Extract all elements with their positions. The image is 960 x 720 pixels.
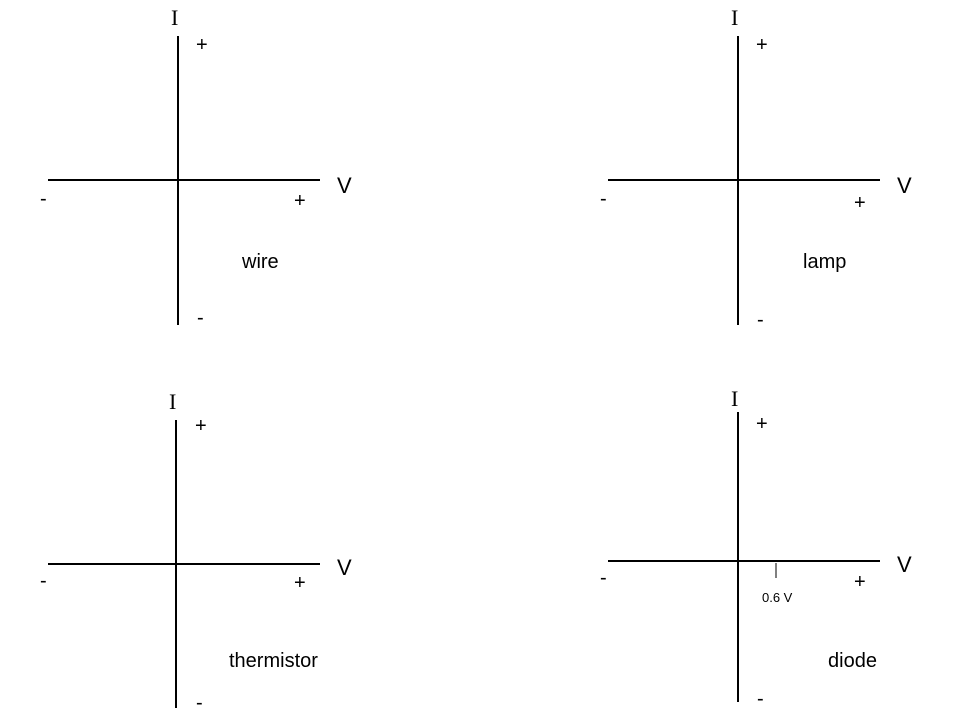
graph-caption: diode <box>828 650 877 672</box>
x-negative-sign: - <box>40 188 47 210</box>
y-positive-sign: + <box>196 34 208 56</box>
graph-lamp: I V + - + - lamp <box>600 5 912 331</box>
y-negative-sign: - <box>757 309 764 331</box>
x-negative-sign: - <box>600 188 607 210</box>
y-positive-sign: + <box>756 413 768 435</box>
y-positive-sign: + <box>195 415 207 437</box>
graph-thermistor: I V + - + - thermistor <box>40 389 352 714</box>
y-positive-sign: + <box>756 34 768 56</box>
y-negative-sign: - <box>197 307 204 329</box>
graph-diode: I V + - + - 0.6 V diode <box>600 386 912 710</box>
x-axis-label: V <box>337 555 352 580</box>
graph-caption: thermistor <box>229 650 318 672</box>
x-axis-label: V <box>337 173 352 198</box>
y-axis-label: I <box>169 389 176 414</box>
x-positive-sign: + <box>854 571 866 593</box>
y-negative-sign: - <box>757 688 764 710</box>
y-axis-label: I <box>731 5 738 30</box>
y-negative-sign: - <box>196 692 203 714</box>
x-positive-sign: + <box>294 190 306 212</box>
x-negative-sign: - <box>600 567 607 589</box>
x-negative-sign: - <box>40 570 47 592</box>
x-axis-label: V <box>897 173 912 198</box>
y-axis-label: I <box>171 5 178 30</box>
threshold-label: 0.6 V <box>762 590 793 605</box>
x-positive-sign: + <box>854 192 866 214</box>
x-axis-label: V <box>897 552 912 577</box>
graph-wire: I V + - + - wire <box>40 5 352 329</box>
graph-caption: lamp <box>803 251 846 273</box>
graph-caption: wire <box>241 251 279 273</box>
y-axis-label: I <box>731 386 738 411</box>
x-positive-sign: + <box>294 572 306 594</box>
